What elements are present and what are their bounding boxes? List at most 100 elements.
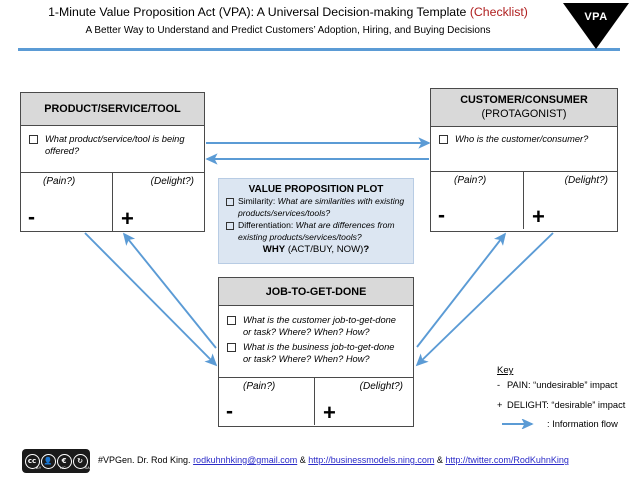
title-main: 1-Minute Value Proposition Act (VPA): xyxy=(48,5,255,19)
panel-customer-header: CUSTOMER/CONSUMER (PROTAGONIST) xyxy=(431,89,617,127)
checklist-item[interactable]: Who is the customer/consumer? xyxy=(439,133,609,145)
delight-sign: + xyxy=(121,206,134,231)
panel-product-service-tool: PRODUCT/SERVICE/TOOL What product/servic… xyxy=(20,92,205,232)
cc-sublabels: BY NC SA xyxy=(36,466,90,470)
legend-key: Key -PAIN: “undesirable” impact + DELIGHT… xyxy=(497,365,637,429)
vpp-why-line: WHY (ACT/BUY, NOW)? xyxy=(226,244,406,255)
panel-customer-header-line2: (PROTAGONIST) xyxy=(481,108,567,120)
customer-question: Who is the customer/consumer? xyxy=(455,134,589,144)
delight-label: (Delight?) xyxy=(564,175,608,186)
checkbox-icon[interactable] xyxy=(227,316,236,325)
footer-email-link[interactable]: rodkuhnhking@gmail.com xyxy=(193,455,298,465)
footer-sep-1: & xyxy=(297,455,309,465)
checkbox-icon[interactable] xyxy=(227,343,236,352)
vpp-title: VALUE PROPOSITION PLOT xyxy=(248,184,384,195)
checklist-item[interactable]: What is the customer job-to-get-done or … xyxy=(227,314,405,338)
checklist-item[interactable]: Similarity: What are similarities with e… xyxy=(226,196,406,219)
arrow-customer-to-job xyxy=(415,232,554,367)
vpp-why-mark: ? xyxy=(363,244,370,255)
footer-credit-prefix: #VPGen. Dr. Rod King. xyxy=(98,455,194,465)
cc-by-icon: 👤 xyxy=(40,453,56,469)
legend-pain-text: PAIN: “undesirable” impact xyxy=(507,380,618,390)
legend-pain-sign: - xyxy=(497,380,501,390)
product-delight-cell[interactable]: + (Delight?) xyxy=(113,173,202,231)
pain-label: (Pain?) xyxy=(43,176,76,187)
checklist-item[interactable]: What is the business job-to-get-done or … xyxy=(227,341,405,365)
arrow-product-to-job xyxy=(84,232,218,367)
panel-value-proposition-plot: VALUE PROPOSITION PLOT Similarity: What … xyxy=(218,178,414,264)
panel-product-pain-delight: - (Pain?) + (Delight?) xyxy=(21,173,204,231)
pain-sign: - xyxy=(438,204,445,227)
vpp-why-word: WHY xyxy=(262,244,286,255)
legend-delight-sign: + xyxy=(497,400,503,410)
footer-twitter-link[interactable]: http://twitter.com/RodKuhnKing xyxy=(445,455,569,465)
product-pain-cell[interactable]: - (Pain?) xyxy=(21,173,113,231)
legend-flow-row: : Information flow xyxy=(501,419,637,429)
panel-job-to-get-done: JOB-TO-GET-DONE What is the customer job… xyxy=(218,277,414,427)
job-pain-cell[interactable]: - (Pain?) xyxy=(219,378,315,425)
legend-title: Key xyxy=(497,365,514,376)
cc-sublabel-nc: NC xyxy=(60,466,66,470)
legend-flow-text: : Information flow xyxy=(547,419,618,429)
panel-job-body: What is the customer job-to-get-done or … xyxy=(219,306,413,378)
job-delight-cell[interactable]: + (Delight?) xyxy=(315,378,412,425)
delight-label: (Delight?) xyxy=(150,176,194,187)
header: 1-Minute Value Proposition Act (VPA): A … xyxy=(0,0,638,58)
vpa-logo-label: VPA xyxy=(584,11,608,23)
checkbox-icon[interactable] xyxy=(226,198,234,206)
vpa-logo: VPA xyxy=(563,3,629,49)
vpp-differentiation-text: What are differences from existing produ… xyxy=(238,220,395,242)
vpp-similarity-lead: Similarity: xyxy=(238,196,276,206)
panel-job-header: JOB-TO-GET-DONE xyxy=(219,278,413,306)
delight-sign: + xyxy=(323,400,336,425)
pain-label: (Pain?) xyxy=(454,175,487,186)
cc-sublabel-sa: SA xyxy=(84,466,90,470)
vpp-differentiation-lead: Differentiation: xyxy=(238,220,294,230)
cc-sublabel-by: BY xyxy=(36,466,42,470)
pain-label: (Pain?) xyxy=(243,381,276,392)
panel-customer-pain-delight: - (Pain?) + (Delight?) xyxy=(431,172,617,229)
panel-product-body: What product/service/tool is being offer… xyxy=(21,126,204,173)
panel-customer-body: Who is the customer/consumer? xyxy=(431,127,617,172)
product-question: What product/service/tool is being offer… xyxy=(45,134,185,156)
checkbox-icon[interactable] xyxy=(439,135,448,144)
legend-pain-row: -PAIN: “undesirable” impact xyxy=(497,379,637,392)
footer-sep-2: & xyxy=(434,455,446,465)
footer-credit: #VPGen. Dr. Rod King. rodkuhnhking@gmail… xyxy=(98,454,569,467)
arrow-job-to-product xyxy=(122,232,217,349)
delight-label: (Delight?) xyxy=(359,381,403,392)
checklist-item[interactable]: What product/service/tool is being offer… xyxy=(29,133,196,157)
creative-commons-badge: cc 👤 € ↻ xyxy=(22,449,90,473)
job-question-customer: What is the customer job-to-get-done or … xyxy=(243,315,396,337)
customer-delight-cell[interactable]: + (Delight?) xyxy=(524,172,616,229)
cc-icon: cc xyxy=(24,453,40,469)
job-question-business: What is the business job-to-get-done or … xyxy=(243,342,395,364)
panel-job-pain-delight: - (Pain?) + (Delight?) xyxy=(219,378,413,425)
vpp-why-rest: (ACT/BUY, NOW) xyxy=(285,244,364,255)
panel-product-header: PRODUCT/SERVICE/TOOL xyxy=(21,93,204,126)
arrow-job-to-customer xyxy=(416,232,507,348)
title-subject: A Universal Decision-making Template xyxy=(254,5,470,19)
checkbox-icon[interactable] xyxy=(226,222,234,230)
customer-pain-cell[interactable]: - (Pain?) xyxy=(431,172,524,229)
panel-customer-header-line1: CUSTOMER/CONSUMER xyxy=(460,94,588,106)
pain-sign: - xyxy=(28,206,35,229)
footer: cc 👤 € ↻ BY NC SA #VPGen. Dr. Rod King. … xyxy=(22,448,638,474)
page-subtitle: A Better Way to Understand and Predict C… xyxy=(85,25,491,36)
legend-delight-text: DELIGHT: “desirable” impact xyxy=(507,400,626,410)
legend-delight-row: + DELIGHT: “desirable” impact xyxy=(497,399,637,412)
page-title: 1-Minute Value Proposition Act (VPA): A … xyxy=(18,5,558,20)
cc-nc-icon: € xyxy=(56,453,72,469)
title-checklist-tag: (Checklist) xyxy=(469,5,528,19)
vpp-similarity-text: What are similarities with existing prod… xyxy=(238,196,405,218)
pain-sign: - xyxy=(226,400,233,423)
header-divider xyxy=(18,48,620,51)
footer-site-link[interactable]: http://businessmodels.ning.com xyxy=(308,455,435,465)
arrow-right-icon xyxy=(502,419,534,429)
inverted-triangle-icon xyxy=(563,3,629,49)
panel-customer-consumer: CUSTOMER/CONSUMER (PROTAGONIST) Who is t… xyxy=(430,88,618,232)
cc-sa-icon: ↻ xyxy=(72,453,88,469)
checkbox-icon[interactable] xyxy=(29,135,38,144)
delight-sign: + xyxy=(532,204,545,229)
checklist-item[interactable]: Differentiation: What are differences fr… xyxy=(226,220,406,243)
